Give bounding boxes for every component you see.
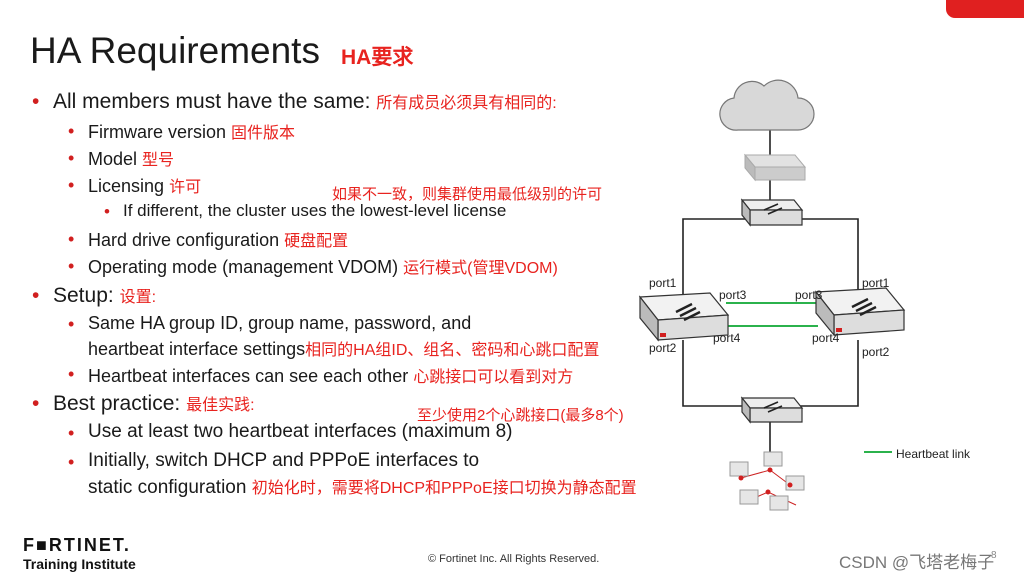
page-number: 8 <box>991 550 997 561</box>
bullet-same-ha-line1: Same HA group ID, group name, password, … <box>88 313 472 333</box>
bullet-dot: • <box>32 90 40 113</box>
bullet-dot: • <box>68 423 75 443</box>
internet-cloud-icon <box>719 79 815 131</box>
lan-clients-icon <box>729 451 805 511</box>
best-practice-note-cn: 至少使用2个心跳接口(最多8个) <box>417 407 624 424</box>
bullet-setup: Setup: 设置: <box>53 284 157 307</box>
licensing-note-cn: 如果不一致，则集群使用最低级别的许可 <box>332 186 603 203</box>
bullet-two-heartbeat: Use at least two heartbeat interfaces (m… <box>88 421 513 442</box>
heartbeat-legend: Heartbeat link <box>864 447 971 461</box>
right-port3-label: port3 <box>795 288 823 302</box>
fortinet-logo: F■RTINET. <box>23 535 131 555</box>
bullet-same-ha-line2: heartbeat interface settings相同的HA组ID、组名、… <box>88 339 600 359</box>
bullet-dot: • <box>68 175 75 195</box>
right-port1-label: port1 <box>862 276 890 290</box>
router-icon <box>743 153 807 182</box>
bullet-dot: • <box>68 256 75 276</box>
right-port2-label: port2 <box>862 345 890 359</box>
bullet-dot: • <box>32 284 40 307</box>
left-port2-label: port2 <box>649 341 677 355</box>
bullet-dot: • <box>68 121 75 141</box>
bullet-best-practice: Best practice: 最佳实践: <box>53 392 255 415</box>
legend-label: Heartbeat link <box>896 447 971 461</box>
bullet-all-members: All members must have the same: 所有成员必须具有… <box>53 90 557 113</box>
slide-title: HA Requirements <box>30 30 320 71</box>
right-port4-label: port4 <box>812 331 840 345</box>
bullet-hard-drive: Hard drive configuration 硬盘配置 <box>88 230 349 250</box>
left-port3-label: port3 <box>719 288 747 302</box>
bullet-dhcp-line1: Initially, switch DHCP and PPPoE interfa… <box>88 450 480 471</box>
bullet-if-different: If different, the cluster uses the lowes… <box>123 201 507 220</box>
top-switch-icon <box>740 198 804 227</box>
csdn-watermark: CSDN @飞塔老梅子 <box>839 553 995 572</box>
left-port1-label: port1 <box>649 276 677 290</box>
bullet-dot: • <box>104 202 110 221</box>
slide-title-cn: HA要求 <box>341 46 414 69</box>
heartbeat-links <box>726 302 818 327</box>
bullet-licensing: Licensing 许可 <box>88 176 202 196</box>
corner-accent <box>946 0 1024 18</box>
bullet-heartbeat-see: Heartbeat interfaces can see each other … <box>88 366 574 386</box>
bottom-switch-icon <box>740 396 804 424</box>
bullet-dot: • <box>68 364 75 384</box>
bullet-dot: • <box>68 148 75 168</box>
bullet-dot: • <box>68 452 75 472</box>
bullet-operating-mode: Operating mode (management VDOM) 运行模式(管理… <box>88 257 558 277</box>
left-port4-label: port4 <box>713 331 741 345</box>
right-firewall-icon <box>814 287 906 337</box>
bullet-dhcp-line2: static configuration 初始化时，需要将DHCP和PPPoE接… <box>88 477 637 498</box>
bullet-model: Model 型号 <box>88 149 175 169</box>
copyright-text: © Fortinet Inc. All Rights Reserved. <box>428 553 600 565</box>
training-institute-label: Training Institute <box>23 556 136 572</box>
bullet-dot: • <box>32 392 40 415</box>
left-firewall-icon <box>638 292 730 342</box>
bullet-firmware: Firmware version 固件版本 <box>88 122 296 142</box>
bullet-dot: • <box>68 314 75 334</box>
bullet-dot: • <box>68 229 75 249</box>
